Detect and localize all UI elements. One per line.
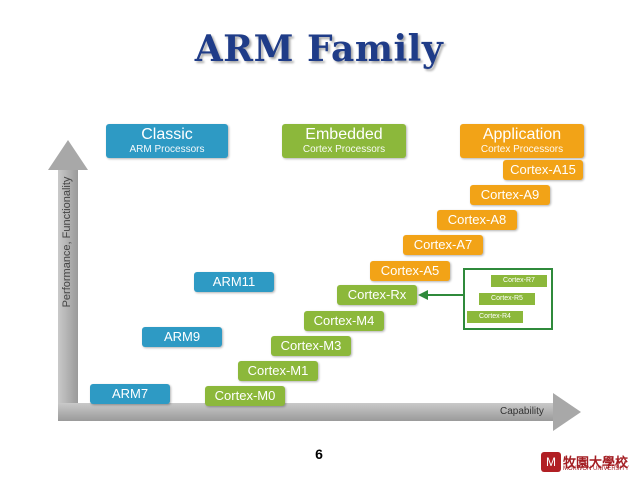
processor-cortex-a15: Cortex-A15: [503, 160, 583, 180]
classic-header-title: Classic: [141, 126, 193, 143]
processor-cortex-a5: Cortex-A5: [370, 261, 450, 281]
processor-cortex-r5: Cortex-R5: [479, 293, 535, 305]
x-axis-arrowhead: [553, 393, 581, 431]
processor-cortex-a7: Cortex-A7: [403, 235, 483, 255]
y-axis-label: Performance, Functionality: [61, 176, 73, 308]
classic-header: Classic ARM Processors: [106, 124, 228, 158]
application-header: Application Cortex Processors: [460, 124, 584, 158]
processor-cortex-rx: Cortex-Rx: [337, 285, 417, 305]
university-subtitle: MOKWON UNIVERSITY: [563, 466, 630, 472]
application-header-subtitle: Cortex Processors: [480, 144, 564, 155]
embedded-header: Embedded Cortex Processors: [282, 124, 406, 158]
processor-cortex-a8: Cortex-A8: [437, 210, 517, 230]
processor-cortex-m0: Cortex-M0: [205, 386, 285, 406]
embedded-header-title: Embedded: [305, 126, 383, 143]
x-axis-label: Capability: [500, 406, 544, 417]
processor-cortex-m1: Cortex-M1: [238, 361, 318, 381]
embedded-header-subtitle: Cortex Processors: [302, 144, 386, 155]
application-header-title: Application: [482, 126, 562, 143]
processor-cortex-r4: Cortex-R4: [467, 311, 523, 323]
y-axis-arrowhead: [48, 140, 88, 170]
rx-group: Cortex-R7 Cortex-R5 Cortex-R4: [463, 268, 553, 330]
slide-title: ARM Family: [194, 28, 444, 70]
processor-arm7: ARM7: [90, 384, 170, 404]
classic-header-subtitle: ARM Processors: [129, 144, 205, 155]
university-emblem-icon: M: [541, 452, 561, 472]
processor-cortex-m3: Cortex-M3: [271, 336, 351, 356]
processor-cortex-r7: Cortex-R7: [491, 275, 547, 287]
processor-arm9: ARM9: [142, 327, 222, 347]
university-name: 牧園大學校: [563, 455, 629, 470]
y-axis: [58, 168, 78, 418]
x-axis: [58, 403, 558, 421]
processor-arm11: ARM11: [194, 272, 274, 292]
processor-cortex-m4: Cortex-M4: [304, 311, 384, 331]
page-number: 6: [315, 446, 323, 462]
rx-connector-arrowhead: [418, 290, 428, 300]
processor-cortex-a9: Cortex-A9: [470, 185, 550, 205]
rx-connector-line: [428, 294, 464, 296]
